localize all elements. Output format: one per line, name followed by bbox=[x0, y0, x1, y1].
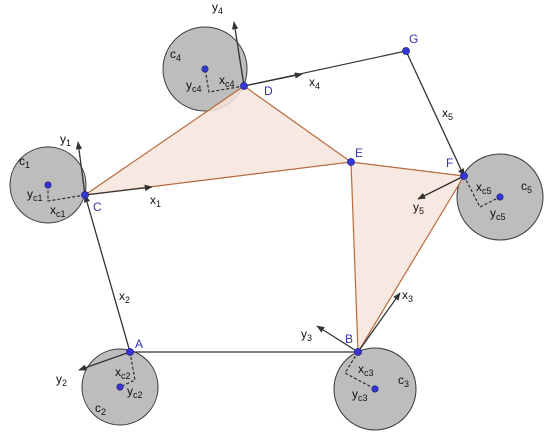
disks bbox=[9, 26, 544, 431]
axis-x3 bbox=[357, 292, 401, 353]
triangle-cde bbox=[84, 85, 353, 196]
label-c1: c1 bbox=[19, 154, 30, 170]
offset-c1 bbox=[47, 185, 86, 202]
label-xc4: xc4 bbox=[219, 73, 235, 89]
label-y3: y3 bbox=[301, 327, 312, 343]
axis-y3 bbox=[316, 325, 359, 353]
axis-x1 bbox=[84, 184, 153, 196]
label-yc1: yc1 bbox=[27, 187, 43, 203]
axis-y2 bbox=[78, 351, 131, 371]
point-f bbox=[460, 172, 468, 180]
point-a bbox=[126, 348, 134, 356]
label-x3: x3 bbox=[402, 288, 413, 304]
disk-centre-c4 bbox=[201, 65, 209, 73]
offset-c4 bbox=[204, 68, 245, 93]
label-point-a: A bbox=[135, 337, 143, 351]
point-labels: A B C D E F G bbox=[93, 32, 453, 351]
disk-centre-c5 bbox=[496, 193, 504, 201]
label-y1: y1 bbox=[60, 132, 71, 148]
label-yc4: yc4 bbox=[186, 78, 202, 94]
label-c4: c4 bbox=[170, 47, 181, 63]
triangle-efb bbox=[350, 161, 465, 355]
point-g bbox=[402, 47, 410, 55]
triangles bbox=[84, 85, 465, 355]
disk-centre-c3 bbox=[371, 385, 379, 393]
point-c bbox=[81, 191, 89, 199]
label-x2: x2 bbox=[119, 289, 130, 305]
label-point-d: D bbox=[264, 84, 273, 98]
axis-y5 bbox=[417, 175, 465, 200]
disk-centre-c1 bbox=[44, 181, 52, 189]
axis-y1 bbox=[75, 141, 86, 196]
point-d bbox=[240, 82, 248, 90]
centre-offsets bbox=[47, 68, 501, 390]
label-point-c: C bbox=[93, 200, 102, 214]
label-xc5: xc5 bbox=[476, 180, 492, 196]
label-y2: y2 bbox=[56, 372, 67, 388]
label-xc2: xc2 bbox=[115, 365, 131, 381]
label-point-f: F bbox=[446, 156, 453, 170]
label-xc3: xc3 bbox=[358, 362, 374, 378]
axes bbox=[75, 21, 465, 371]
label-y4: y4 bbox=[212, 0, 223, 16]
symbol-labels: x1 y1 x2 y2 x3 y3 x4 y4 x5 y5 c1 c2 c3 c… bbox=[19, 0, 532, 417]
label-yc5: yc5 bbox=[490, 206, 506, 222]
points bbox=[44, 47, 504, 393]
label-c3: c3 bbox=[398, 373, 409, 389]
label-point-e: E bbox=[355, 146, 363, 160]
axis-x2 bbox=[83, 194, 131, 353]
offset-c3 bbox=[344, 351, 376, 390]
label-point-b: B bbox=[345, 332, 353, 346]
axis-y4 bbox=[231, 21, 245, 87]
disk-centre-c2 bbox=[116, 383, 124, 391]
axis-x5 bbox=[405, 50, 465, 177]
label-c5: c5 bbox=[521, 179, 532, 195]
label-y5: y5 bbox=[413, 200, 424, 216]
point-e bbox=[347, 158, 355, 166]
label-yc2: yc2 bbox=[127, 384, 143, 400]
label-x5: x5 bbox=[442, 106, 453, 122]
label-c2: c2 bbox=[95, 401, 106, 417]
label-yc3: yc3 bbox=[352, 387, 368, 403]
label-xc1: xc1 bbox=[50, 203, 66, 219]
offset-c5 bbox=[463, 175, 501, 208]
label-point-g: G bbox=[409, 32, 418, 46]
axis-x4 bbox=[243, 72, 303, 87]
label-x1: x1 bbox=[150, 193, 161, 209]
label-x4: x4 bbox=[309, 75, 320, 91]
point-b bbox=[354, 348, 362, 356]
